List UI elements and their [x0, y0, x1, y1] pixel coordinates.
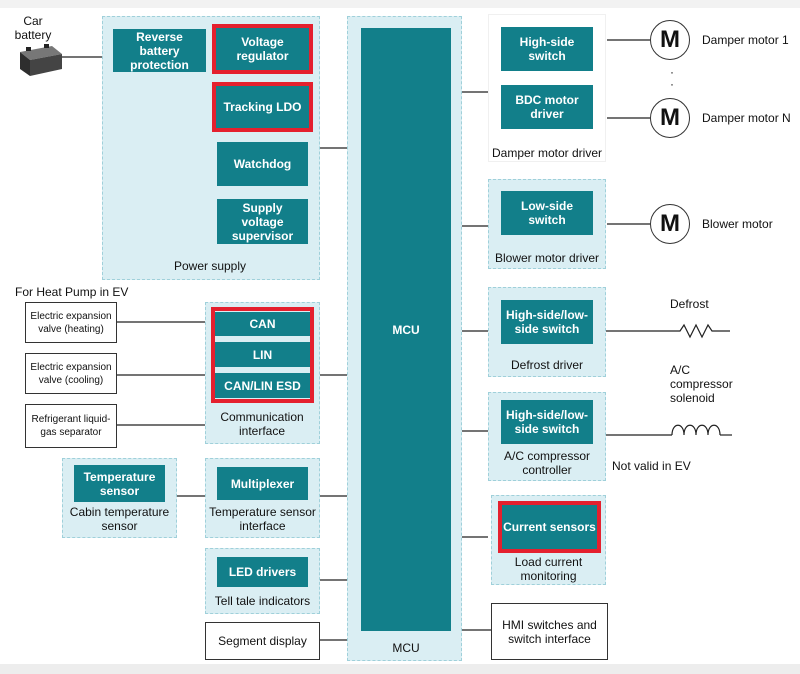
lin-block: LIN: [215, 342, 310, 367]
segment-display-box: Segment display: [205, 622, 320, 660]
hmi-switches-box: HMI switches and switch interface: [491, 603, 608, 660]
voltage-regulator-block: Voltage regulator: [212, 24, 313, 74]
car-battery-icon: [20, 44, 62, 76]
ac-compressor-controller-caption: A/C compressor controller: [503, 449, 591, 477]
defrost-driver-caption: Defrost driver: [510, 358, 584, 372]
high-side-switch-block: High-side switch: [501, 27, 593, 71]
led-drivers-block: LED drivers: [217, 557, 308, 587]
blower-motor-icon: M: [650, 204, 690, 244]
car-battery-label: Car battery: [14, 14, 52, 42]
temperature-sensor-block: Temperature sensor: [74, 465, 165, 502]
refrigerant-separator-box: Refrigerant liquid-gas separator: [25, 404, 117, 448]
load-current-monitoring-caption: Load current monitoring: [514, 555, 583, 583]
blower-motor-label: Blower motor: [702, 217, 773, 231]
eev-heating-box: Electric expansion valve (heating): [25, 302, 117, 343]
damper-motor-driver-caption: Damper motor driver: [491, 146, 603, 160]
watchdog-block: Watchdog: [217, 142, 308, 186]
heat-pump-label: For Heat Pump in EV: [15, 285, 129, 299]
cabin-temperature-sensor-caption: Cabin temperature sensor: [69, 505, 170, 533]
mcu-block: MCU: [361, 28, 451, 631]
blower-motor-driver-caption: Blower motor driver: [494, 251, 600, 265]
damper-dots: · ·: [670, 65, 674, 91]
communication-highlight: [211, 307, 314, 403]
bottom-edge: [0, 664, 800, 674]
eev-cooling-box: Electric expansion valve (cooling): [25, 353, 117, 394]
top-edge: [0, 0, 800, 8]
low-side-switch-block: Low-side switch: [501, 191, 593, 235]
defrost-label: Defrost: [670, 297, 709, 311]
mcu-caption: MCU: [392, 641, 420, 655]
damper-motor-n-icon: M: [650, 98, 690, 138]
reverse-battery-protection-block: Reverse battery protection: [113, 29, 206, 72]
damper-motor-n-label: Damper motor N: [702, 111, 791, 125]
tell-tale-indicators-caption: Tell tale indicators: [214, 594, 311, 608]
not-valid-in-ev-label: Not valid in EV: [612, 459, 691, 473]
can-lin-esd-block: CAN/LIN ESD: [215, 373, 310, 398]
communication-interface-caption: Communication interface: [220, 410, 304, 438]
damper-motor-1-label: Damper motor 1: [702, 33, 789, 47]
bdc-motor-driver-block: BDC motor driver: [501, 85, 593, 129]
ac-compressor-solenoid-label: A/C compressor solenoid: [670, 363, 733, 405]
supply-voltage-supervisor-block: Supply voltage supervisor: [217, 199, 308, 244]
tracking-ldo-block: Tracking LDO: [212, 82, 313, 132]
can-block: CAN: [215, 312, 310, 336]
ac-switch-block: High-side/low-side switch: [501, 400, 593, 444]
temperature-sensor-interface-caption: Temperature sensor interface: [209, 505, 316, 533]
multiplexer-block: Multiplexer: [217, 467, 308, 500]
current-sensors-block: Current sensors: [498, 501, 601, 553]
power-supply-caption: Power supply: [173, 259, 247, 273]
damper-motor-1-icon: M: [650, 20, 690, 60]
defrost-switch-block: High-side/low-side switch: [501, 300, 593, 344]
